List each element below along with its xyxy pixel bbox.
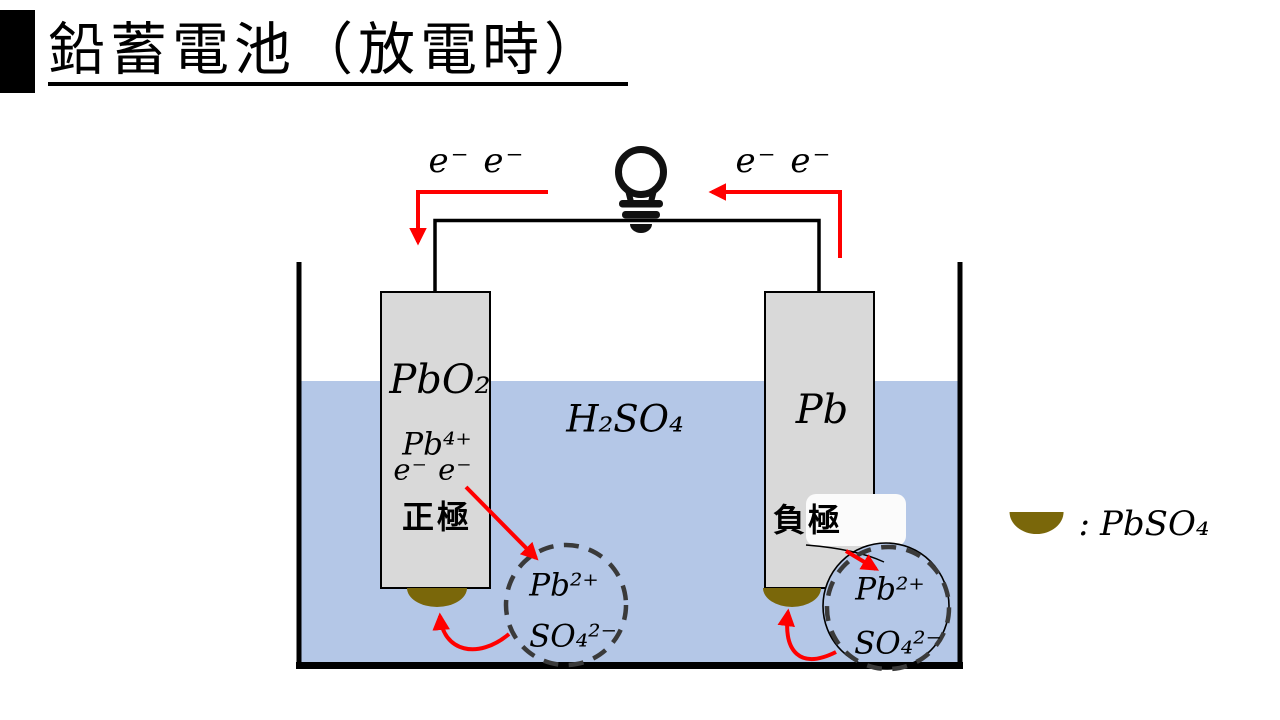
electron-label-right: e⁻ e⁻ bbox=[735, 141, 833, 181]
deposit-arrow-right bbox=[777, 608, 837, 661]
electrolyte-formula: H₂SO₄ bbox=[566, 397, 684, 441]
circuit-wire bbox=[433, 218, 821, 292]
pbso4-deposit-right bbox=[763, 588, 821, 607]
left-bubble-anion: SO₄²⁻ bbox=[529, 618, 617, 655]
negative-label-box bbox=[806, 494, 906, 546]
deposit-arrow-left bbox=[432, 612, 511, 652]
ion-bubble-right-circle bbox=[824, 544, 952, 672]
positive-electrons-label: e⁻ e⁻ bbox=[393, 452, 473, 487]
negative-electrode-label: 負極 bbox=[772, 502, 844, 538]
positive-ion-label: Pb⁴⁺ bbox=[402, 426, 472, 463]
positive-electrode-label: 正極 bbox=[401, 499, 473, 535]
positive-electrode-material: PbO₂ bbox=[389, 357, 491, 403]
legend-formula: PbSO₄ bbox=[1100, 504, 1210, 544]
electron-flow-arrow-left bbox=[409, 190, 548, 246]
left-bubble-cation: Pb²⁺ bbox=[529, 567, 599, 604]
reaction-arrow-negative bbox=[844, 549, 880, 571]
legend-colon: : bbox=[1078, 504, 1091, 544]
pbso4-legend-swatch bbox=[1009, 512, 1064, 534]
page-title: 鉛蓄電池（放電時） bbox=[48, 18, 606, 82]
pbso4-deposit-left bbox=[407, 588, 467, 607]
light-bulb-icon bbox=[615, 146, 667, 233]
right-bubble-anion: SO₄²⁻ bbox=[854, 625, 942, 662]
negative-electrode-material: Pb bbox=[795, 387, 849, 433]
reaction-arrow-positive bbox=[464, 485, 539, 561]
title-accent-bar bbox=[0, 10, 35, 93]
legend: : PbSO₄ bbox=[1007, 504, 1210, 544]
right-bubble-cation: Pb²⁺ bbox=[855, 571, 925, 608]
electron-label-left: e⁻ e⁻ bbox=[428, 141, 526, 181]
electron-flow-arrow-right bbox=[708, 183, 842, 258]
title-underline bbox=[48, 82, 628, 86]
ion-bubble-left-circle bbox=[503, 542, 629, 668]
